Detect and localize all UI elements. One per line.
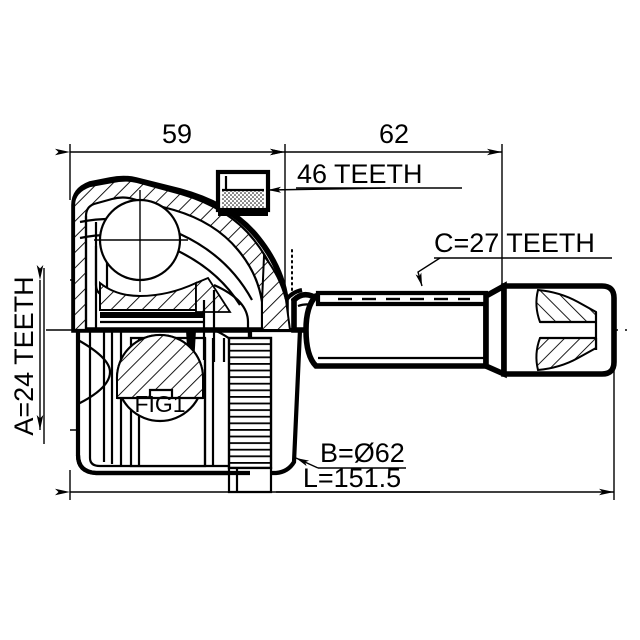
dimension-59: 59 bbox=[55, 119, 285, 156]
dimension-a24-teeth: A=24 TEETH bbox=[9, 265, 45, 444]
spline-detail-box bbox=[215, 169, 271, 216]
callout-b-diameter: B=Ø62 bbox=[295, 438, 406, 469]
label-a24-teeth: A=24 TEETH bbox=[9, 276, 39, 435]
fig1-detail-callout: FIG1 bbox=[115, 333, 205, 423]
end-spline-chamfer-lower bbox=[535, 337, 597, 372]
drive-shaft bbox=[303, 281, 617, 379]
dimension-62: 62 bbox=[270, 119, 502, 156]
label-46-teeth: 46 TEETH bbox=[297, 159, 423, 189]
fig1-label: FIG1 bbox=[134, 391, 185, 417]
race-seat-band bbox=[100, 312, 204, 318]
callout-46-teeth: 46 TEETH bbox=[267, 159, 462, 193]
abs-reluctor-ring bbox=[227, 336, 273, 470]
label-c27-teeth: C=27 TEETH bbox=[434, 228, 595, 258]
dimension-62-value: 62 bbox=[379, 119, 409, 149]
dimension-59-value: 59 bbox=[162, 119, 192, 149]
label-b-diameter: B=Ø62 bbox=[320, 438, 405, 468]
callout-c27-teeth: C=27 TEETH bbox=[415, 228, 612, 287]
cv-joint-outer-body bbox=[71, 175, 303, 494]
